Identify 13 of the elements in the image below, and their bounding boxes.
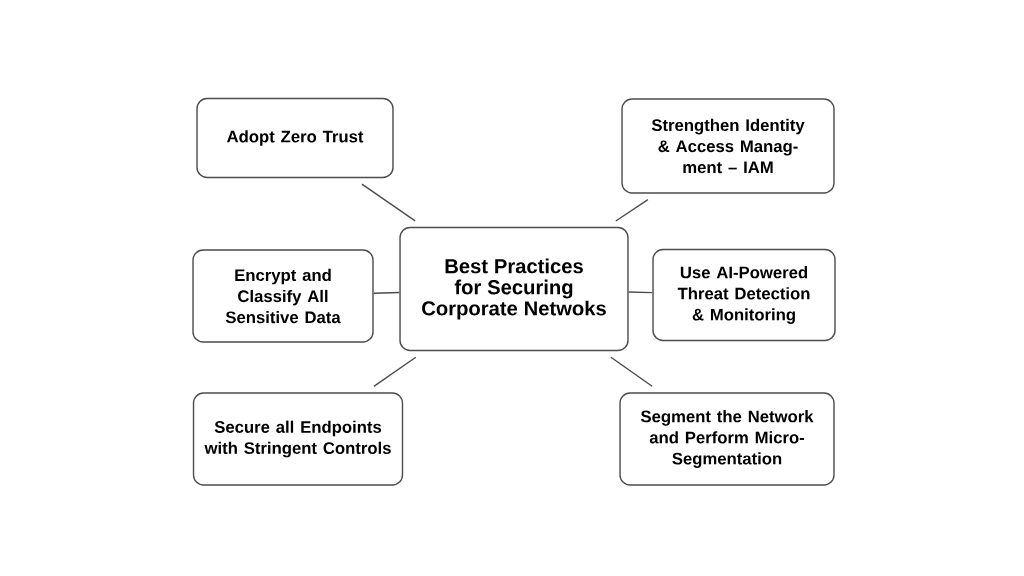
connector-line bbox=[373, 291, 401, 294]
practice-box: Adopt Zero Trust bbox=[196, 97, 394, 179]
practice-box: Encrypt and Classify All Sensitive Data bbox=[192, 249, 374, 343]
connector-line bbox=[615, 198, 649, 222]
connector-line bbox=[361, 183, 416, 222]
connector-line bbox=[628, 291, 654, 294]
practice-box: Strengthen Identity & Access Manag-ment – IAM bbox=[621, 98, 835, 194]
practice-box: Segment the Network and Perform Micro-Segmentation bbox=[619, 392, 835, 486]
title-box: Best Practices for Securing Corporate Netwoks bbox=[399, 226, 629, 352]
practice-box: Secure all Endpoints with Stringent Controls bbox=[192, 392, 404, 486]
practice-box: Use AI-Powered Threat Detection & Monitoring bbox=[652, 248, 836, 342]
connector-line bbox=[610, 356, 653, 387]
connector-line bbox=[373, 356, 417, 387]
